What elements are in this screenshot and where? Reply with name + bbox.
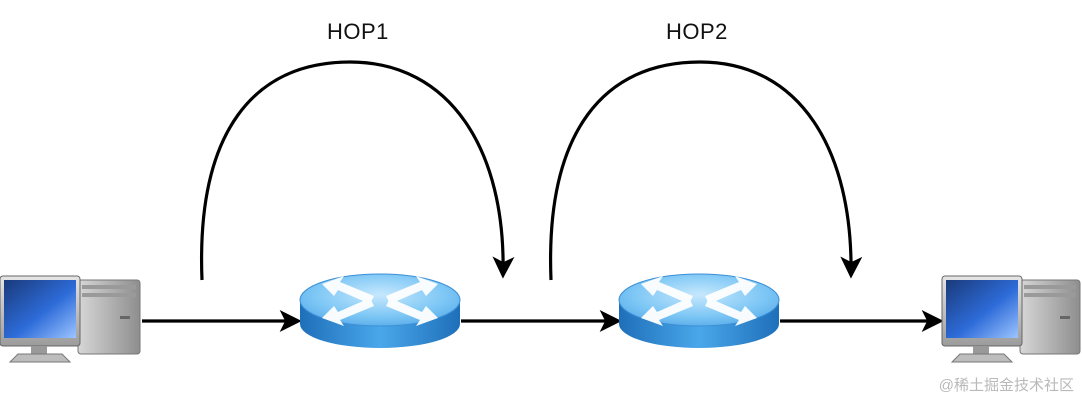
router-1-icon [299,273,461,348]
source-computer-icon [0,275,141,363]
hop2-label: HOP2 [666,19,728,44]
watermark: @稀土掘金技术社区 [938,377,1074,394]
hop2-arc [548,60,863,281]
router-2-icon [618,273,780,348]
destination-computer-icon [941,275,1081,363]
hop1-arc [199,60,515,281]
hop1-label: HOP1 [327,19,389,44]
